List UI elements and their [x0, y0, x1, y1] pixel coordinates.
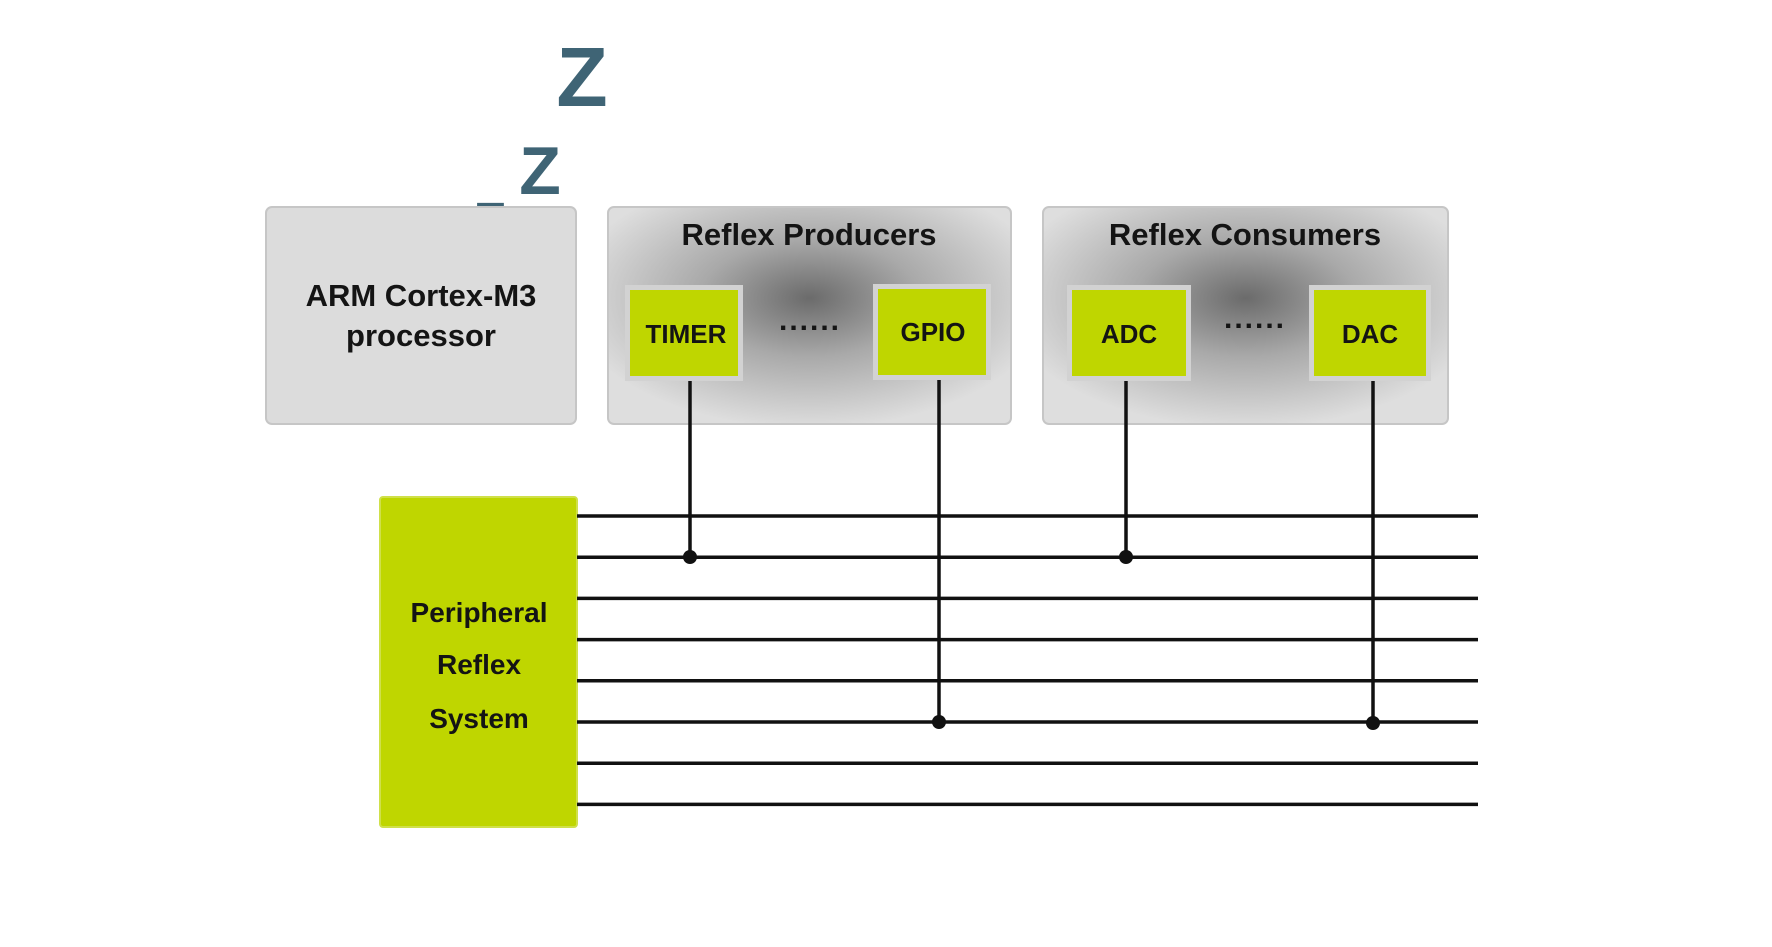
dac-block: [1314, 290, 1426, 376]
timer-label: TIMER: [646, 319, 727, 349]
sleep-z-large-icon: Z: [556, 30, 607, 124]
sleep-z-medium-icon: Z: [519, 133, 561, 209]
prs-label-line1: Peripheral: [411, 597, 548, 628]
dac-junction: [1366, 716, 1380, 730]
connection-wires: [683, 380, 1380, 730]
adc-junction: [1119, 550, 1133, 564]
processor-label-line1: ARM Cortex-M3: [306, 278, 537, 313]
consumers-title: Reflex Consumers: [1109, 217, 1381, 252]
reflex-consumers-panel: Reflex Consumers ADC ...... DAC: [1042, 206, 1449, 425]
prs-channel-bus: [577, 514, 1478, 807]
reflex-producers-panel: Reflex Producers TIMER ...... GPIO: [607, 206, 1012, 425]
producers-title: Reflex Producers: [682, 217, 937, 252]
sleep-indicator: Z Z Z: [474, 30, 608, 252]
dac-label: DAC: [1342, 319, 1399, 349]
gpio-junction: [932, 715, 946, 729]
prs-label-line2: Reflex: [437, 649, 521, 680]
peripheral-reflex-system-block: Peripheral Reflex System: [379, 496, 578, 828]
adc-block: [1072, 290, 1186, 376]
producers-ellipsis: ......: [779, 304, 841, 337]
prs-label-line3: System: [429, 703, 529, 734]
adc-label: ADC: [1101, 319, 1158, 349]
consumers-ellipsis: ......: [1224, 302, 1286, 335]
processor-label-line2: processor: [346, 318, 496, 353]
processor-block: ARM Cortex-M3 processor: [265, 206, 577, 425]
gpio-block: [878, 289, 986, 375]
timer-junction: [683, 550, 697, 564]
timer-block: [630, 290, 738, 376]
processor-panel: [265, 206, 577, 425]
prs-block: [379, 496, 578, 828]
gpio-label: GPIO: [900, 317, 965, 347]
